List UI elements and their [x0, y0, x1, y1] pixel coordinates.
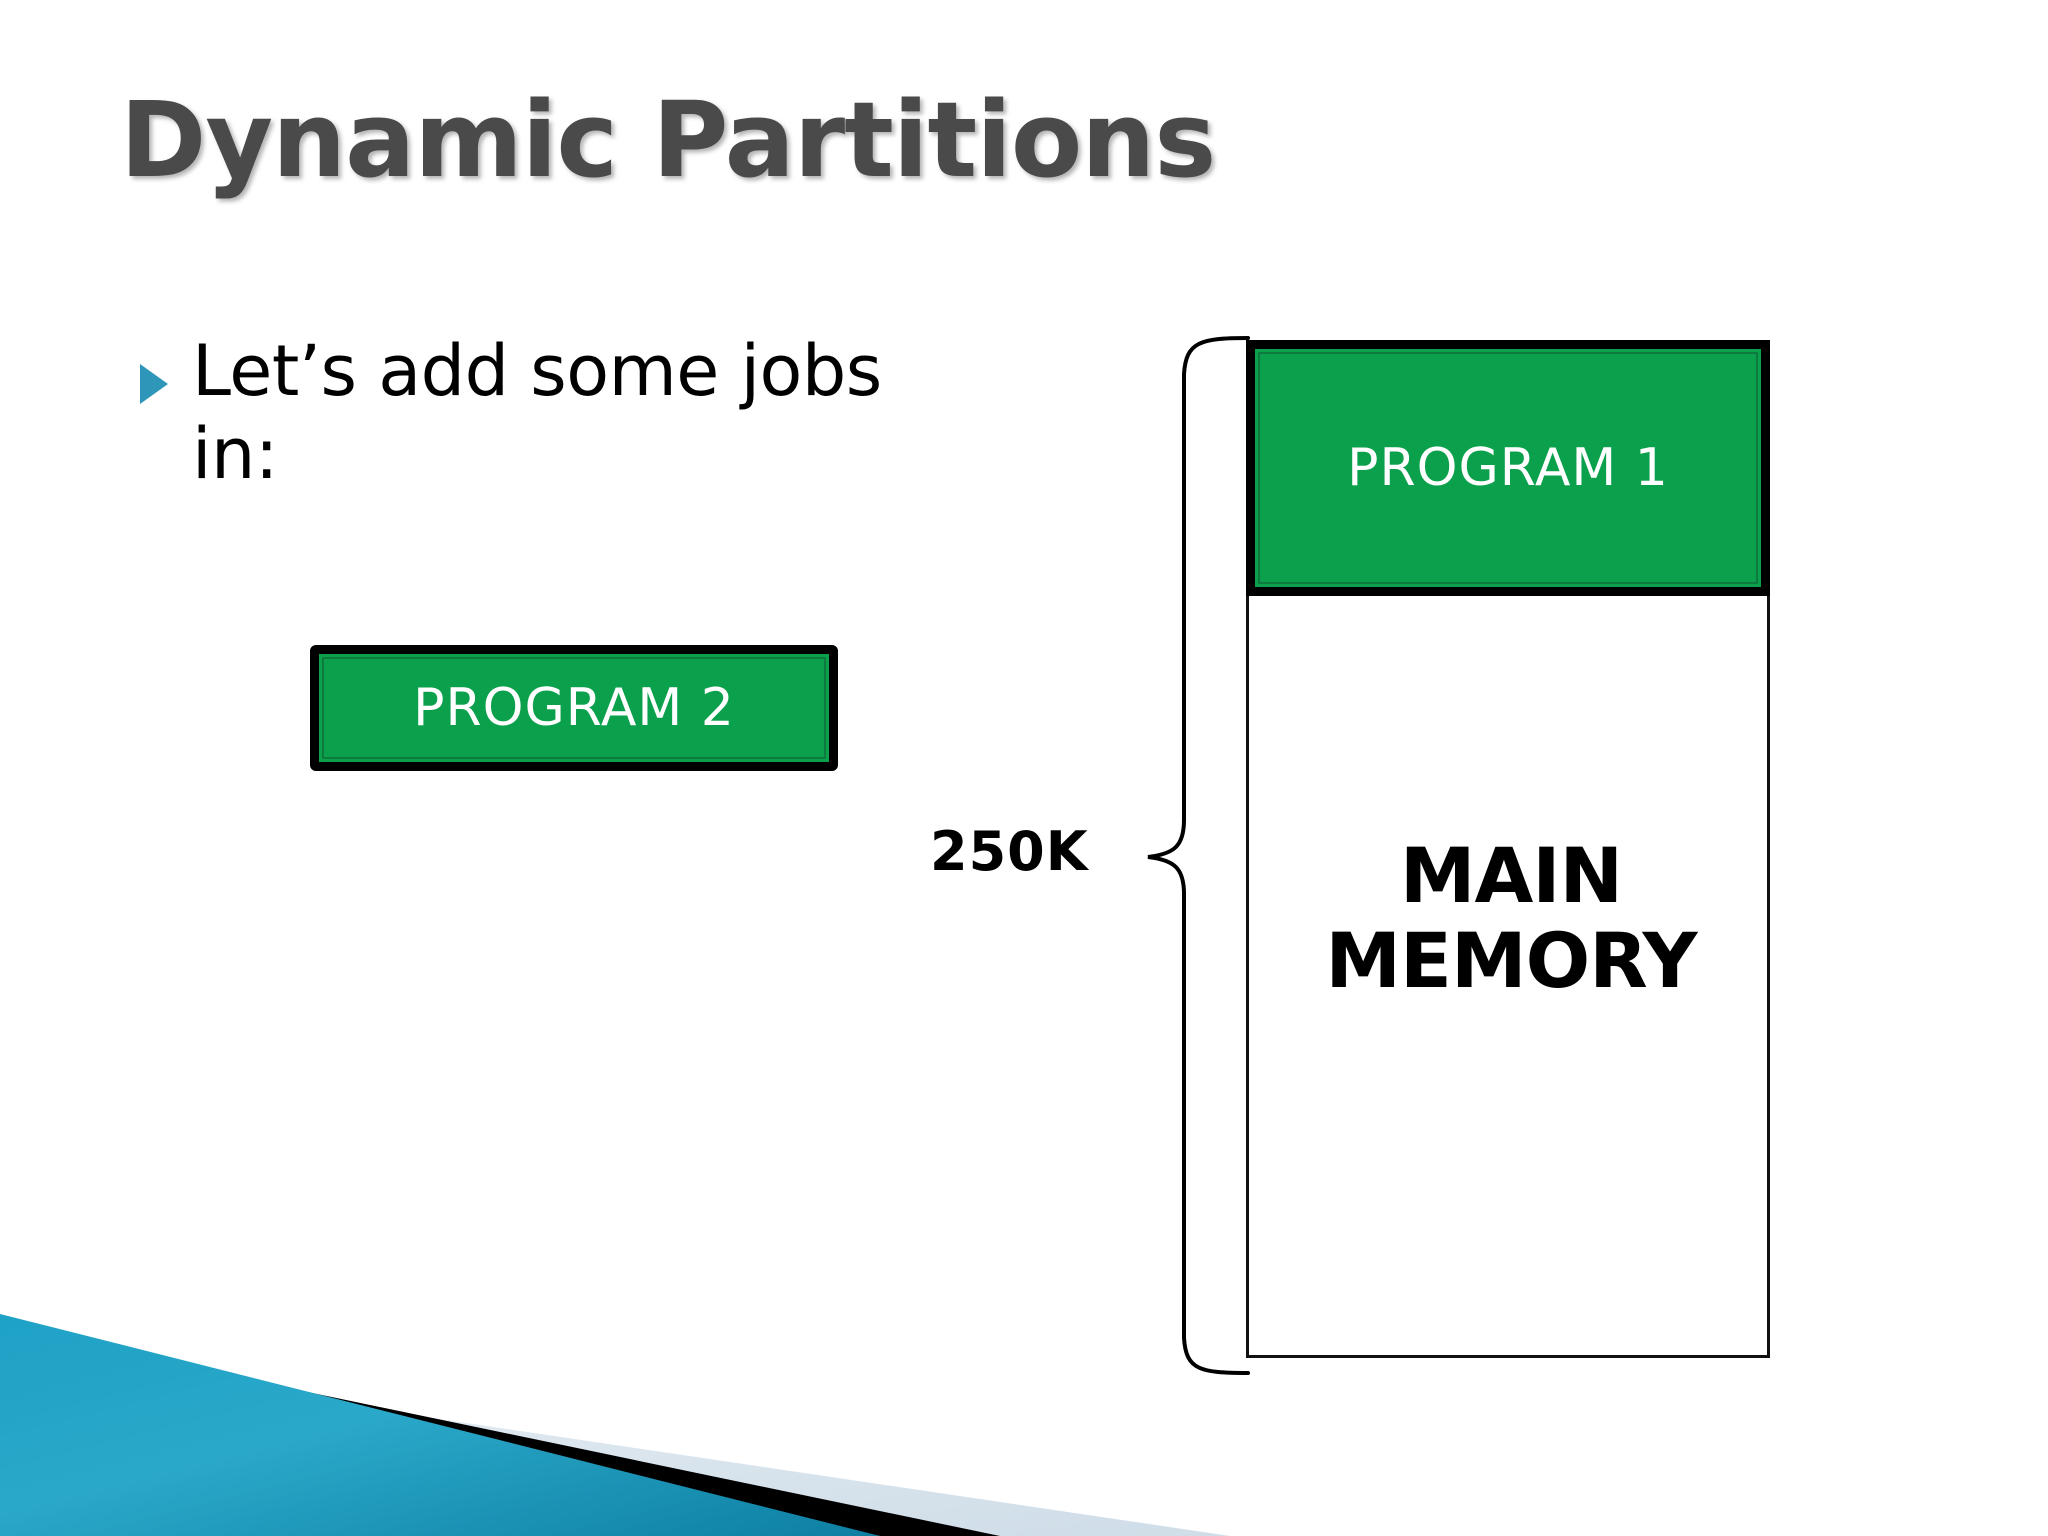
bullet-list: Let’s add some jobs in:	[140, 330, 970, 495]
program-2-label: PROGRAM 2	[413, 678, 735, 738]
main-memory-column: MAIN MEMORY PROGRAM 1	[1246, 340, 1770, 1358]
bullet-item-label: Let’s add some jobs in:	[192, 330, 882, 495]
corner-decoration	[0, 1276, 1230, 1536]
memory-size-brace	[1130, 330, 1250, 1380]
left-curly-brace-icon	[1147, 336, 1250, 1375]
page-title: Dynamic Partitions	[120, 79, 1216, 201]
program-1-block: PROGRAM 1	[1246, 340, 1770, 596]
main-memory-label-line1: MAIN	[1399, 831, 1623, 920]
memory-size-label: 250K	[930, 820, 1089, 883]
triangle-bullet-icon	[140, 364, 168, 404]
main-memory-label: MAIN MEMORY	[1249, 833, 1773, 1003]
main-memory-label-line2: MEMORY	[1325, 916, 1697, 1006]
program-1-label: PROGRAM 1	[1347, 438, 1669, 498]
program-2-block: PROGRAM 2	[310, 645, 838, 771]
diagonal-ribbon-graphic	[0, 1314, 1230, 1536]
